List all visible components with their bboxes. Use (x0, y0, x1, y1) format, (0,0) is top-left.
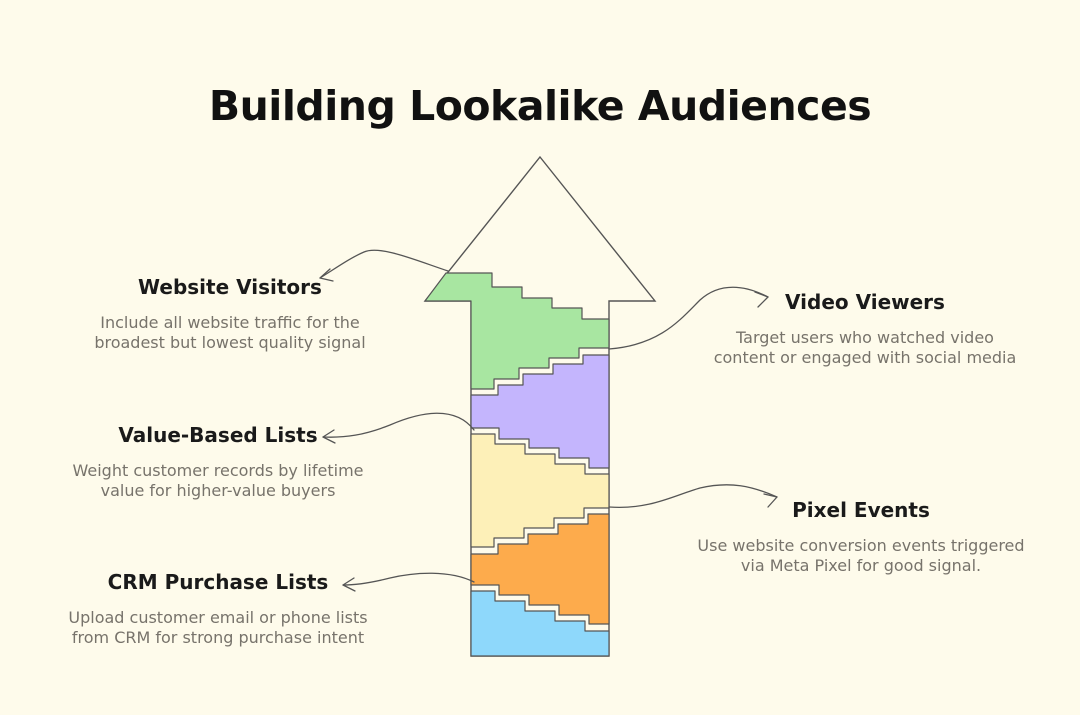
connector-pixel-events (608, 484, 778, 509)
connector-video-viewers (608, 286, 769, 350)
connector-pixel-events-arrowhead (763, 493, 778, 508)
label-crm-purchase-lists: CRM Purchase Lists Upload customer email… (18, 570, 418, 648)
connector-value-based-lists (322, 412, 475, 438)
band-video-viewers (470, 354, 610, 469)
connector-video-viewers-arrowhead (754, 291, 769, 308)
stage-title: CRM Purchase Lists (107, 570, 329, 594)
stage-description: Upload customer email or phone lists fro… (68, 608, 368, 647)
label-value-based-lists: Value-Based Lists Weight customer record… (18, 423, 418, 501)
band-crm-purchase-lists (470, 590, 610, 657)
label-pixel-events: Pixel Events Use website conversion even… (651, 498, 1071, 576)
stage-description: Use website conversion events triggered … (697, 536, 1025, 575)
stage-title: Website Visitors (138, 275, 322, 299)
page-title: Building Lookalike Audiences (208, 82, 872, 130)
stage-description: Weight customer records by lifetime valu… (72, 461, 364, 500)
connector-website-visitors-arrowhead (319, 268, 334, 282)
stage-title: Pixel Events (792, 498, 930, 522)
connector-value-based-lists-arrowhead (322, 429, 336, 444)
stage-description: Include all website traffic for the broa… (94, 313, 366, 352)
band-value-based-lists (470, 433, 610, 548)
band-website-visitors (424, 272, 610, 390)
stage-title: Video Viewers (785, 290, 945, 314)
connector-website-visitors (319, 249, 449, 279)
label-website-visitors: Website Visitors Include all website tra… (30, 275, 430, 353)
band-pixel-events (470, 513, 610, 625)
connector-crm-purchase-lists-arrowhead (342, 577, 356, 592)
stage-title: Value-Based Lists (118, 423, 318, 447)
connector-crm-purchase-lists (342, 572, 475, 586)
label-video-viewers: Video Viewers Target users who watched v… (660, 290, 1070, 368)
stage-description: Target users who watched video content o… (713, 328, 1017, 367)
